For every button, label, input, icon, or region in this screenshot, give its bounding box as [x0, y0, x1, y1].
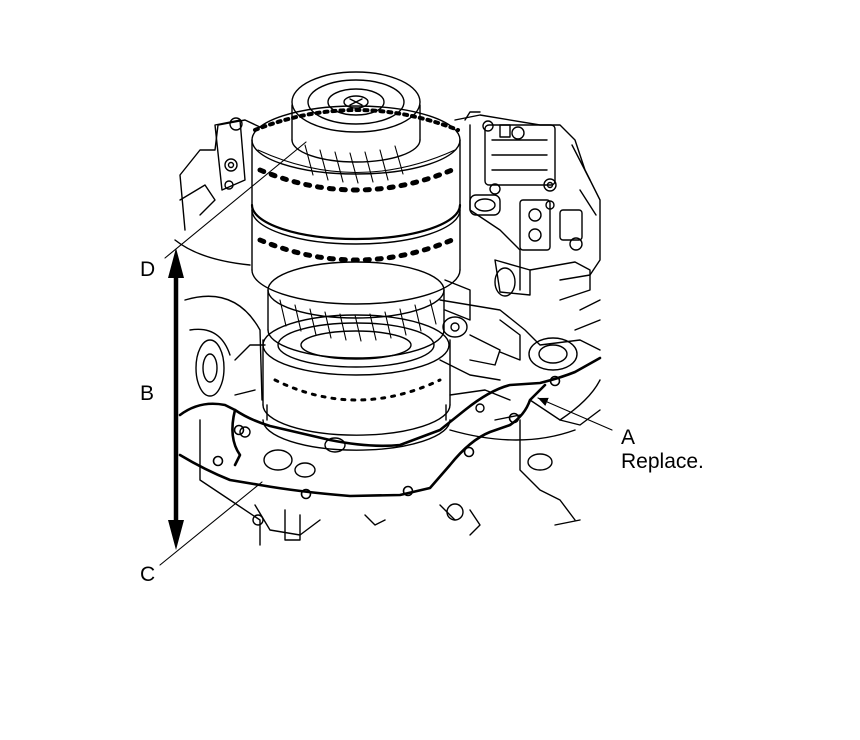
leader-line-c — [159, 481, 263, 566]
shaft-bolt-icon — [343, 95, 369, 109]
callout-a-note: Replace. — [621, 450, 704, 473]
top-gear — [291, 71, 421, 184]
leader-line-a — [537, 397, 613, 431]
dimension-arrow-b — [168, 248, 184, 550]
leader-line-d — [164, 141, 307, 259]
gear-shaft-assembly — [250, 71, 462, 451]
helical-gear-stack — [267, 261, 445, 359]
transmission-housing — [174, 111, 601, 546]
callout-c: C — [140, 563, 156, 586]
lower-clutch-drum — [262, 314, 451, 451]
gasket-bolt-holes — [212, 375, 561, 500]
callout-d: D — [140, 258, 156, 281]
callout-a: A — [621, 426, 636, 449]
gasket-a — [178, 356, 602, 498]
callout-b: B — [140, 382, 155, 405]
